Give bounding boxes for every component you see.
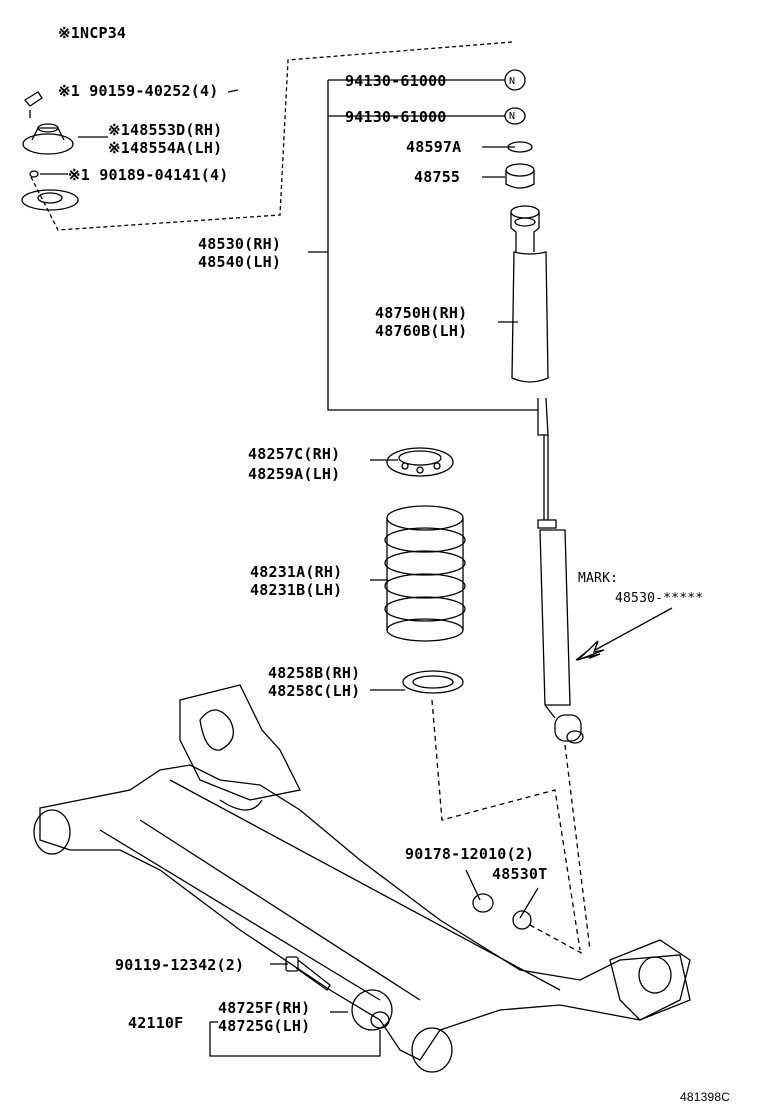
label-48530t: 48530T xyxy=(492,865,548,883)
ncp34-note: ※1NCP34 xyxy=(58,24,127,42)
absorber-bracket-line xyxy=(327,80,538,411)
label-94130-b: 94130-61000 xyxy=(345,108,447,126)
label-48258b: 48258B(RH) xyxy=(268,664,361,682)
cushion-part xyxy=(505,163,535,189)
upper-insulator xyxy=(386,447,454,477)
coil-spring xyxy=(384,505,466,642)
label-48554a: ※148554A(LH) xyxy=(108,139,223,157)
label-48258c: 48258C(LH) xyxy=(268,682,361,700)
mark-code: 48530-***** xyxy=(615,591,704,606)
mark-label: MARK: xyxy=(578,571,619,586)
label-48725f: 48725F(RH) xyxy=(218,999,311,1017)
label-48530rh: 48530(RH) xyxy=(198,235,282,253)
absorber-boot xyxy=(510,205,549,383)
label-48725g: 48725G(LH) xyxy=(218,1017,311,1035)
upper-mount-48553 xyxy=(22,123,74,155)
label-90159: ※1 90159-40252(4) xyxy=(58,82,219,100)
label-48257c: 48257C(RH) xyxy=(248,445,341,463)
label-48259a: 48259A(LH) xyxy=(248,465,341,483)
nut-n-mark-1: N xyxy=(509,76,516,87)
label-48231b: 48231B(LH) xyxy=(250,581,343,599)
label-48540lh: 48540(LH) xyxy=(198,253,282,271)
plate-ring xyxy=(21,189,79,211)
label-48760b: 48760B(LH) xyxy=(375,322,468,340)
label-48231a: 48231A(RH) xyxy=(250,563,343,581)
label-48755: 48755 xyxy=(414,168,461,186)
label-48553d: ※148553D(RH) xyxy=(108,121,223,139)
label-90178: 90178-12010(2) xyxy=(405,845,535,863)
label-48750h: 48750H(RH) xyxy=(375,304,468,322)
lower-insulator xyxy=(402,670,464,694)
bolt-90119 xyxy=(285,956,331,991)
bushing-48725 xyxy=(351,989,393,1031)
nut-n-mark-2: N xyxy=(509,111,516,122)
label-90189: ※1 90189-04141(4) xyxy=(68,166,229,184)
axle-beam xyxy=(33,684,691,1073)
dashed-group-outline xyxy=(29,41,513,231)
label-94130-a: 94130-61000 xyxy=(345,72,447,90)
washer-part xyxy=(507,141,533,153)
shock-absorber xyxy=(537,397,584,744)
figure-id: 481398C xyxy=(680,1090,731,1104)
bushing-48530t xyxy=(512,910,532,930)
label-48597a: 48597A xyxy=(406,138,462,156)
label-42110f: 42110F xyxy=(128,1014,184,1032)
nut-symbol-1 xyxy=(504,69,526,91)
bolt-90159 xyxy=(24,91,43,118)
nut-90189 xyxy=(29,170,39,178)
label-90119: 90119-12342(2) xyxy=(115,956,245,974)
nut-symbol-2 xyxy=(504,107,526,125)
bolt-90178 xyxy=(472,893,494,913)
